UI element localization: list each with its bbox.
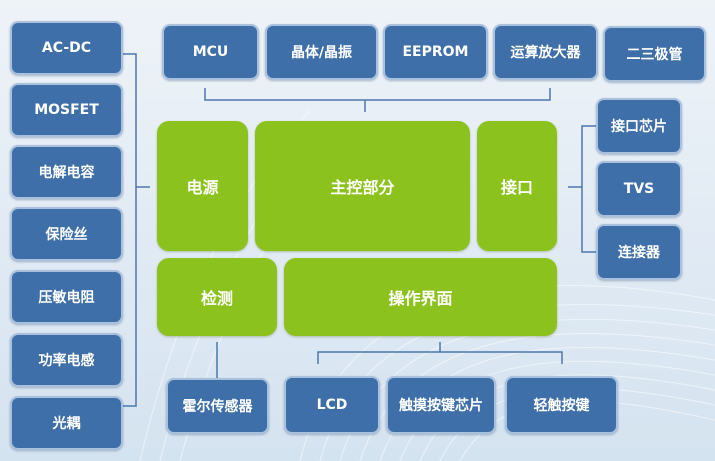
component-touch-key-chip: 触摸按键芯片: [386, 376, 496, 434]
component-label: TVS: [623, 181, 655, 197]
component-mosfet: MOSFET: [10, 83, 123, 137]
module-operation-ui: 操作界面: [284, 258, 557, 336]
component-label: AC-DC: [41, 40, 92, 56]
component-label: LCD: [316, 397, 348, 413]
component-electrolytic-capacitor: 电解电容: [10, 145, 123, 199]
component-fuse: 保险丝: [10, 207, 123, 261]
component-lcd: LCD: [284, 376, 380, 434]
component-label: MOSFET: [34, 102, 99, 118]
module-main-control: 主控部分: [255, 121, 470, 251]
component-connector: 连接器: [596, 224, 682, 280]
component-label: 电解电容: [38, 165, 95, 181]
component-label: 功率电感: [38, 353, 95, 369]
component-interface-chip: 接口芯片: [596, 98, 682, 154]
component-op-amp: 运算放大器: [493, 24, 598, 80]
module-label: 主控部分: [330, 178, 395, 197]
component-optocoupler: 光耦: [10, 396, 123, 450]
component-label: 运算放大器: [510, 45, 581, 61]
component-varistor: 压敏电阻: [10, 270, 123, 324]
component-label: 晶体/晶振: [290, 45, 353, 61]
component-diode-transistor: 二三极管: [603, 26, 706, 82]
component-label: 保险丝: [45, 227, 88, 243]
component-label: 轻触按键: [533, 398, 590, 414]
component-label: 连接器: [618, 245, 660, 261]
component-ac-dc: AC-DC: [10, 21, 123, 75]
component-label: 触摸按键芯片: [399, 398, 483, 414]
module-interface: 接口: [477, 121, 557, 251]
module-power: 电源: [157, 121, 248, 251]
bottom-bracket: [317, 351, 563, 364]
component-power-inductor: 功率电感: [10, 333, 123, 387]
component-eeprom: EEPROM: [383, 24, 488, 80]
module-detection: 检测: [157, 258, 277, 336]
module-label: 电源: [186, 178, 219, 197]
right-bracket: [581, 125, 596, 253]
component-label: 光耦: [52, 416, 81, 432]
component-label: 霍尔传感器: [182, 399, 253, 415]
component-label: MCU: [192, 44, 229, 60]
component-label: EEPROM: [402, 44, 469, 60]
component-tact-switch: 轻触按键: [505, 376, 618, 434]
component-tvs: TVS: [596, 161, 682, 217]
left-bracket: [123, 53, 137, 407]
component-hall-sensor: 霍尔传感器: [166, 378, 269, 434]
component-label: 二三极管: [626, 47, 683, 63]
module-label: 操作界面: [388, 289, 453, 308]
module-label: 检测: [200, 289, 233, 308]
component-crystal-oscillator: 晶体/晶振: [265, 24, 378, 80]
component-label: 接口芯片: [611, 119, 667, 135]
top-bracket: [204, 88, 551, 101]
component-mcu: MCU: [162, 24, 259, 80]
module-label: 接口: [500, 178, 533, 197]
component-label: 压敏电阻: [38, 290, 95, 306]
